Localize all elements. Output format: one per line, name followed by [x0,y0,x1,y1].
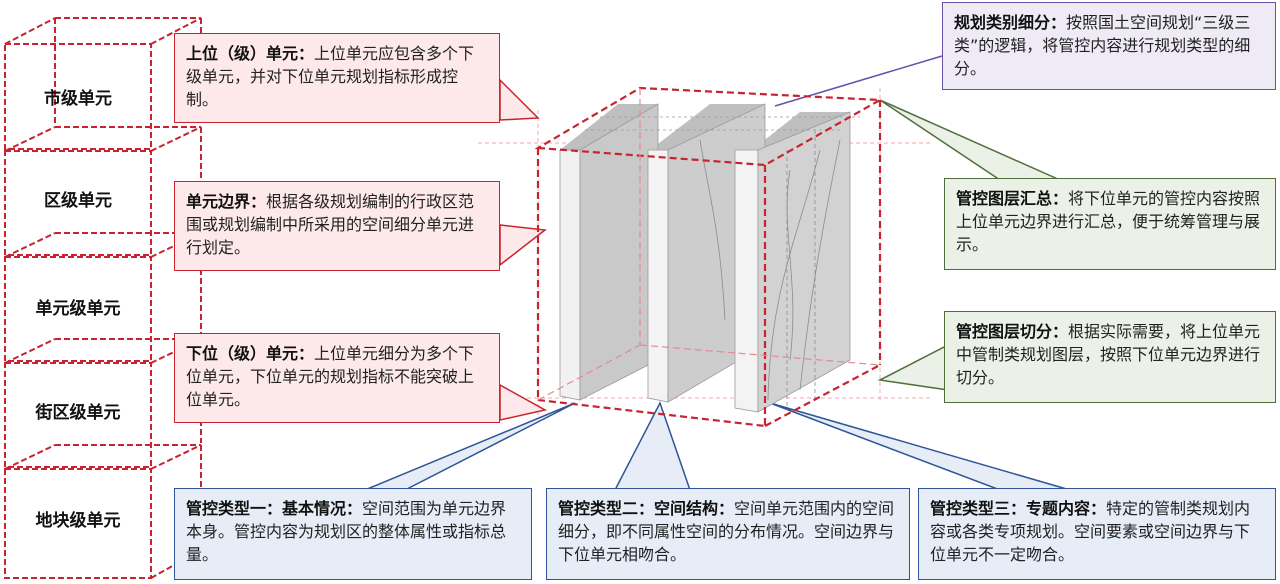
callout-type-two-title: 管控类型二：空间结构： [558,499,735,518]
callout-type-three-title: 管控类型三：专题内容： [930,499,1107,518]
level-label-plot: 地块级单元 [35,511,121,531]
callout-layer-split: 管控图层切分：根据实际需要，将上位单元中管制类规划图层，按照下位单元边界进行切分… [944,311,1276,403]
callout-unit-boundary: 单元边界：根据各级规划编制的行政区范围或规划编制中所采用的空间细分单元进行划定。 [174,181,500,271]
slab-1-front [559,149,581,401]
callout-layer-summary-text: 将下位单元的管控内容按照上位单元边界进行汇总，便于统筹管理与展示。 [956,189,1261,255]
slab-top-2 [650,104,765,150]
pointer-layer-split [877,343,949,391]
callout-upper-unit-title: 上位（级）单元： [186,44,315,63]
pointer-lower-unit [499,383,548,421]
slab-top-1 [560,104,658,150]
callout-lower-unit-text: 上位单元细分为多个下位单元，下位单元的规划指标不能突破上位单元。 [186,344,475,410]
callout-type-three: 管控类型三：专题内容：特定的管制类规划内容或各类专项规划。空间要素或空间边界与下… [918,488,1276,580]
callout-category-subdivision-title: 规划类别细分： [954,13,1067,32]
pointer-category-subdivision [774,55,943,107]
pointer-type-three [769,402,1071,491]
pointer-unit-boundary [499,224,547,267]
level-label-unit: 单元级单元 [35,299,121,319]
callout-upper-unit-text: 上位单元应包含多个下级单元，并对下位单元规划指标形成控制。 [186,44,475,110]
callout-unit-boundary-title: 单元边界： [186,192,267,211]
callout-type-one-title: 管控类型一：基本情况： [186,499,363,518]
callout-lower-unit-title: 下位（级）单元： [186,344,315,363]
cube-outline [534,86,884,428]
callout-layer-split-text: 根据实际需要，将上位单元中管制类规划图层，按照下位单元边界进行切分。 [956,322,1261,388]
level-label-city: 市级单元 [44,89,112,109]
slab-2-front [647,149,669,403]
slab-1-side [579,103,659,401]
callout-type-two-text: 空间单元范围内的空间细分，即不同属性空间的分布情况。空间边界与下位单元相吻合。 [558,499,895,565]
callout-layer-summary-title: 管控图层汇总： [956,189,1069,208]
pointer-type-two [613,401,692,491]
callout-upper-unit: 上位（级）单元：上位单元应包含多个下级单元，并对下位单元规划指标形成控制。 [174,33,500,123]
callout-type-one-text: 空间范围为单元边界本身。管控内容为规划区的整体属性或指标总量。 [186,499,507,565]
callout-layer-split-title: 管控图层切分： [956,322,1069,341]
callout-category-subdivision: 规划类别细分：按照国土空间规划“三级三类”的逻辑，将管控内容进行规划类型的细分。 [942,2,1276,90]
callout-type-three-text: 特定的管制类规划内容或各类专项规划。空间要素或空间边界与下位单元不一定吻合。 [930,499,1251,565]
slab-3-side [757,111,851,413]
slab-3-front [734,149,759,413]
pointer-upper-unit [499,78,540,121]
callout-unit-boundary-text: 根据各级规划编制的行政区范围或规划编制中所采用的空间细分单元进行划定。 [186,192,475,258]
callout-type-one: 管控类型一：基本情况：空间范围为单元边界本身。管控内容为规划区的整体属性或指标总… [174,488,532,580]
level-box-1 [4,17,202,150]
callout-layer-summary: 管控图层汇总：将下位单元的管控内容按照上位单元边界进行汇总，便于统筹管理与展示。 [944,178,1276,270]
callout-category-subdivision-text: 按照国土空间规划“三级三类”的逻辑，将管控内容进行规划类型的细分。 [954,13,1251,79]
level-box-5 [4,444,202,579]
callout-lower-unit: 下位（级）单元：上位单元细分为多个下位单元，下位单元的规划指标不能突破上位单元。 [174,333,500,423]
pointer-layer-summary [879,99,1061,181]
central-block [559,103,860,413]
callout-type-two: 管控类型二：空间结构：空间单元范围内的空间细分，即不同属性空间的分布情况。空间边… [546,488,910,580]
level-label-district: 区级单元 [44,191,112,211]
top-grid [585,116,860,131]
level-label-block: 街区级单元 [35,403,121,423]
slab-top-3 [752,112,850,150]
